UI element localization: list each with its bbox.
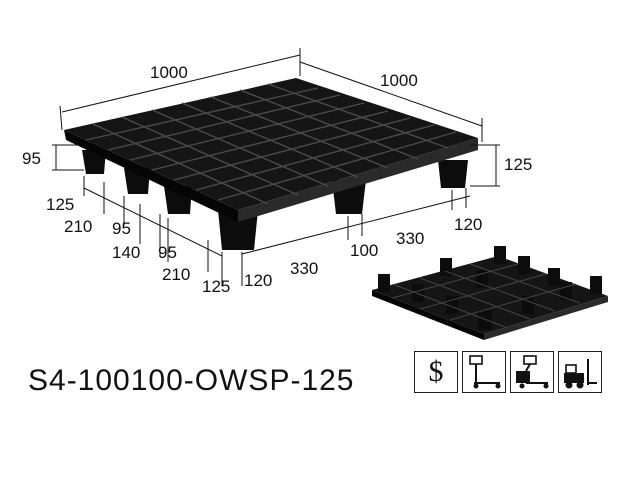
dim-left-6: 125 [202,277,230,296]
handling-badges: $ [414,351,602,393]
badge-forklift [558,351,602,393]
dim-left-1: 210 [64,217,92,236]
hand-pallet-truck-icon [469,355,501,389]
pallet-main-image [64,78,478,250]
dim-left-3: 140 [112,243,140,262]
badge-price: $ [414,351,458,393]
dollar-icon: $ [428,355,444,388]
dim-front-3: 330 [396,229,424,248]
dim-height-right: 125 [504,155,532,174]
badge-hand-pallet-truck [462,351,506,393]
dim-height-left: 95 [22,149,41,168]
badge-electric-pallet-truck [510,351,554,393]
dim-left-5: 210 [162,265,190,284]
dim-left-0: 125 [46,195,74,214]
model-number: S4-100100-OWSP-125 [28,364,355,397]
forklift-icon [564,359,597,389]
dim-top-left: 1000 [150,63,188,82]
electric-pallet-truck-icon [516,355,549,389]
dim-front-1: 330 [290,259,318,278]
dimension-lines [52,48,500,286]
dim-front-2: 100 [350,241,378,260]
dim-left-2: 95 [112,219,131,238]
dim-front-0: 120 [244,271,272,290]
dimension-labels: 1000 1000 95 125 125 210 95 140 95 210 1… [22,63,532,296]
dim-left-4: 95 [158,243,177,262]
dim-top-right: 1000 [380,71,418,90]
dim-front-4: 120 [454,215,482,234]
pallet-thumbnail-image [372,246,608,340]
